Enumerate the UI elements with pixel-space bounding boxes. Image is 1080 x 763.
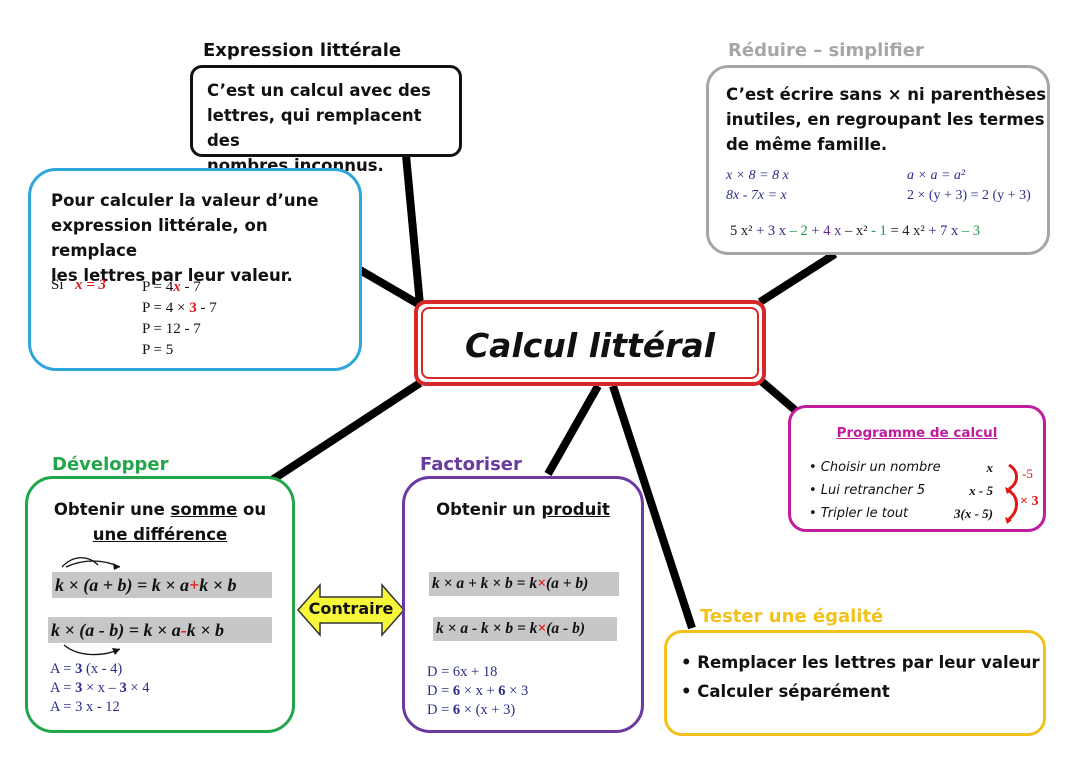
reduire-line: C’est écrire sans × ni parenthèses	[726, 85, 1047, 104]
valeur-step: P = 4x - 7	[142, 279, 201, 295]
programme-arrows-icon	[1005, 463, 1018, 524]
developper-subtitle-line2: une différence	[92, 525, 228, 544]
valeur-step: P = 4 × 3 - 7	[142, 300, 217, 316]
expression-text: C’est un calcul avec des lettres, qui re…	[207, 78, 459, 178]
reduire-text: C’est écrire sans × ni parenthèses inuti…	[726, 82, 1046, 157]
condition: x = 3	[75, 277, 107, 293]
tester-bullet: • Remplacer les lettres par leur valeur	[681, 653, 1040, 672]
center-title: Calcul littéral	[464, 326, 716, 365]
factoriser-heading: Factoriser	[420, 454, 522, 475]
developper-heading: Développer	[52, 454, 169, 475]
developper-arrow-icon-2	[63, 644, 121, 656]
reduire-box: C’est écrire sans × ni parenthèses inuti…	[706, 65, 1050, 255]
line-to-valeur	[357, 266, 423, 309]
reduire-line: de même famille.	[726, 135, 888, 154]
programme-op-times3: × 3	[1020, 494, 1039, 509]
reduire-ex1: x × 8 = 8 x	[726, 168, 789, 183]
factoriser-subtitle: Obtenir un produit	[436, 500, 610, 519]
developper-examples: A = 3 (x - 4) A = 3 × x – 3 × 4 A = 3 x …	[50, 660, 149, 717]
valeur-line: expression littérale, on remplace	[51, 216, 268, 260]
programme-step: • Lui retrancher 5	[809, 483, 926, 498]
line-to-tester	[609, 384, 696, 630]
developper-arrow-icon-1	[61, 557, 121, 570]
si-label: Si	[51, 277, 64, 293]
reduire-big-formula: 5 x² + 3 x – 2 + 4 x – x² - 1 = 4 x² + 7…	[730, 223, 981, 239]
valeur-steps: P = 4x - 7 P = 4 × 3 - 7 P = 12 - 7 P = …	[142, 277, 217, 361]
developper-formula-2: k × (a - b) = k × a - k × b	[48, 617, 272, 643]
reduire-line: inutiles, en regroupant les termes	[726, 110, 1045, 129]
factoriser-formula-1: k × a + k × b = k × (a + b)	[429, 572, 619, 596]
programme-result: x	[986, 460, 994, 475]
tester-bullet: • Calculer séparément	[681, 682, 890, 701]
programme-step: • Choisir un nombre	[809, 460, 941, 475]
line-to-developper	[269, 379, 423, 484]
factoriser-box: Obtenir un produit k × a + k × b = k × (…	[402, 476, 644, 733]
tester-box: • Remplacer les lettres par leur valeur …	[664, 630, 1046, 736]
developper-example: A = 3 (x - 4)	[50, 661, 123, 677]
expression-box: C’est un calcul avec des lettres, qui re…	[190, 65, 462, 175]
developper-formula-1: k × (a + b) = k × a + k × b	[52, 572, 272, 598]
factoriser-example: D = 6 × (x + 3)	[427, 702, 516, 718]
line-to-factoriser	[544, 384, 602, 476]
programme-step: • Tripler le tout	[809, 506, 909, 521]
developper-box: Obtenir une somme ou une différence k × …	[25, 476, 295, 733]
developper-subtitle-line1: Obtenir une somme ou	[53, 500, 267, 519]
valeur-box: Pour calculer la valeur d’une expression…	[28, 168, 362, 371]
developper-example: A = 3 × x – 3 × 4	[50, 680, 150, 696]
programme-heading: Programme de calcul	[836, 425, 998, 441]
factoriser-example: D = 6 × x + 6 × 3	[427, 683, 529, 699]
line-to-programme	[757, 376, 798, 414]
developper-subtitle: Obtenir une somme ou une différence	[28, 497, 292, 547]
valeur-line: les lettres par leur valeur.	[51, 266, 293, 285]
developper-example: A = 3 x - 12	[50, 699, 120, 715]
programme-results: x x - 5 3(x - 5)	[954, 456, 993, 525]
valeur-text: Pour calculer la valeur d’une expression…	[51, 188, 359, 288]
programme-steps: • Choisir un nombre • Lui retrancher 5 •…	[809, 456, 941, 525]
expression-line: lettres, qui remplacent des	[207, 106, 422, 150]
expression-heading: Expression littérale	[203, 40, 402, 61]
reduire-heading: Réduire – simplifier	[728, 40, 924, 61]
programme-result: x - 5	[969, 483, 993, 498]
valeur-line: Pour calculer la valeur d’une	[51, 191, 319, 210]
line-to-expression	[402, 154, 424, 306]
tester-bullets: • Remplacer les lettres par leur valeur …	[681, 648, 1040, 706]
reduire-ex3: a × a = a²	[907, 168, 966, 183]
factoriser-example: D = 6x + 18	[427, 664, 498, 680]
programme-op-minus5: -5	[1022, 466, 1033, 481]
line-to-reduire	[757, 250, 838, 306]
programme-box: Programme de calcul • Choisir un nombre …	[788, 405, 1046, 532]
valeur-step: P = 5	[142, 342, 174, 358]
expression-line: C’est un calcul avec des	[207, 81, 431, 100]
reduire-ex2: 8x - 7x = x	[726, 188, 787, 203]
contraire-label: Contraire	[308, 599, 394, 618]
tester-heading: Tester une égalité	[700, 606, 884, 627]
factoriser-formula-2: k × a - k × b = k × (a - b)	[433, 617, 617, 641]
reduire-ex4: 2 × (y + 3) = 2 (y + 3)	[907, 188, 1031, 203]
programme-result: 3(x - 5)	[954, 506, 993, 521]
factoriser-examples: D = 6x + 18 D = 6 × x + 6 × 3 D = 6 × (x…	[427, 663, 528, 720]
center-box: Calcul littéral	[414, 300, 766, 386]
valeur-step: P = 12 - 7	[142, 321, 201, 337]
